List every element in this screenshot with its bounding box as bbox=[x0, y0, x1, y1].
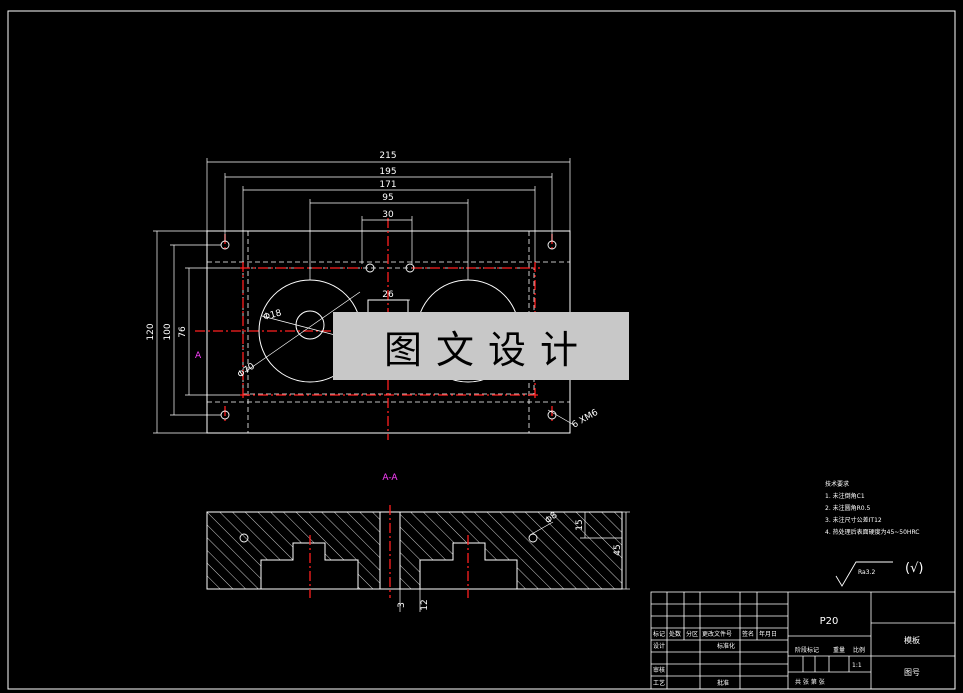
tb-review: 审核 bbox=[653, 666, 665, 674]
section-view: A-A 45 15 3 bbox=[206, 473, 630, 612]
dim-15: 15 bbox=[575, 519, 585, 530]
slot-end bbox=[365, 263, 375, 273]
tb-change-doc: 更改文件号 bbox=[702, 630, 732, 638]
leader-line bbox=[261, 315, 336, 336]
tb-date: 年月日 bbox=[759, 630, 777, 638]
tech-note-item: 3. 未注尺寸公差IT12 bbox=[825, 516, 882, 524]
dim-30: 30 bbox=[382, 210, 394, 220]
dim-thread: 6 XM6 bbox=[571, 408, 601, 431]
tb-scale-label: 比例 bbox=[853, 646, 865, 654]
dim-95: 95 bbox=[382, 193, 393, 203]
roughness-check: (√) bbox=[905, 561, 923, 576]
dim-3: 3 bbox=[397, 602, 407, 608]
tb-stage-mark: 阶段标记 bbox=[795, 646, 819, 654]
tb-process: 工艺 bbox=[653, 679, 665, 687]
tb-mark: 标记 bbox=[653, 630, 665, 638]
roughness-symbol: Ra3.2 (√) bbox=[835, 561, 923, 587]
tech-note-item: 2. 未注圆角R0.5 bbox=[825, 504, 871, 512]
tb-zone: 分区 bbox=[686, 630, 698, 638]
title-block-text: 标记 处数 分区 更改文件号 签名 年月日 设计 标准化 审核 工艺 批准 阶段… bbox=[653, 616, 920, 687]
dim-215: 215 bbox=[379, 151, 396, 161]
tech-notes-heading: 技术要求 bbox=[825, 480, 849, 488]
tb-standard: 标准化 bbox=[717, 642, 735, 650]
tb-material: 模板 bbox=[904, 635, 920, 645]
tb-scale: 1:1 bbox=[852, 662, 862, 669]
dim-120: 120 bbox=[146, 323, 156, 340]
dim-dia-18: Φ18 bbox=[262, 308, 283, 323]
tb-design: 设计 bbox=[653, 642, 665, 650]
tb-signature: 签名 bbox=[742, 630, 754, 638]
section-hole bbox=[528, 533, 538, 543]
tb-drawing-name: 图号 bbox=[904, 668, 920, 677]
tech-note-item: 1. 未注倒角C1 bbox=[825, 492, 865, 500]
dim-dia-70: Φ70 bbox=[236, 361, 257, 380]
dim-12: 12 bbox=[420, 599, 430, 610]
dim-195: 195 bbox=[379, 167, 396, 177]
roughness-value: Ra3.2 bbox=[858, 569, 875, 576]
watermark-text: 图文设计 bbox=[383, 327, 592, 372]
dim-100: 100 bbox=[163, 323, 173, 340]
section-hole bbox=[239, 533, 249, 543]
leader-line bbox=[244, 291, 361, 373]
title-block bbox=[650, 591, 956, 690]
tb-approve: 批准 bbox=[717, 679, 729, 687]
section-title: A-A bbox=[382, 473, 398, 483]
dim-76: 76 bbox=[178, 326, 188, 338]
tb-count: 处数 bbox=[669, 630, 681, 638]
tb-weight: 重量 bbox=[833, 646, 845, 654]
watermark-banner: 图文设计 bbox=[333, 312, 629, 380]
tech-notes: 技术要求 1. 未注倒角C1 2. 未注圆角R0.5 3. 未注尺寸公差IT12… bbox=[825, 480, 920, 536]
tb-part-code: P20 bbox=[820, 616, 839, 627]
section-mark: A bbox=[195, 351, 202, 361]
tech-note-item: 4. 热处理后表面硬度为45~50HRC bbox=[825, 528, 920, 536]
cavity-circle-inner bbox=[295, 310, 325, 340]
slot-end bbox=[405, 263, 415, 273]
tb-sheet-info: 共 张 第 张 bbox=[795, 678, 825, 686]
dim-45: 45 bbox=[613, 544, 623, 555]
sheet-border bbox=[7, 10, 956, 690]
top-view: 215 195 171 95 30 26 120 100 76 Φ18 Φ70 … bbox=[146, 151, 600, 440]
dim-26: 26 bbox=[382, 290, 394, 300]
dim-171: 171 bbox=[379, 180, 396, 190]
